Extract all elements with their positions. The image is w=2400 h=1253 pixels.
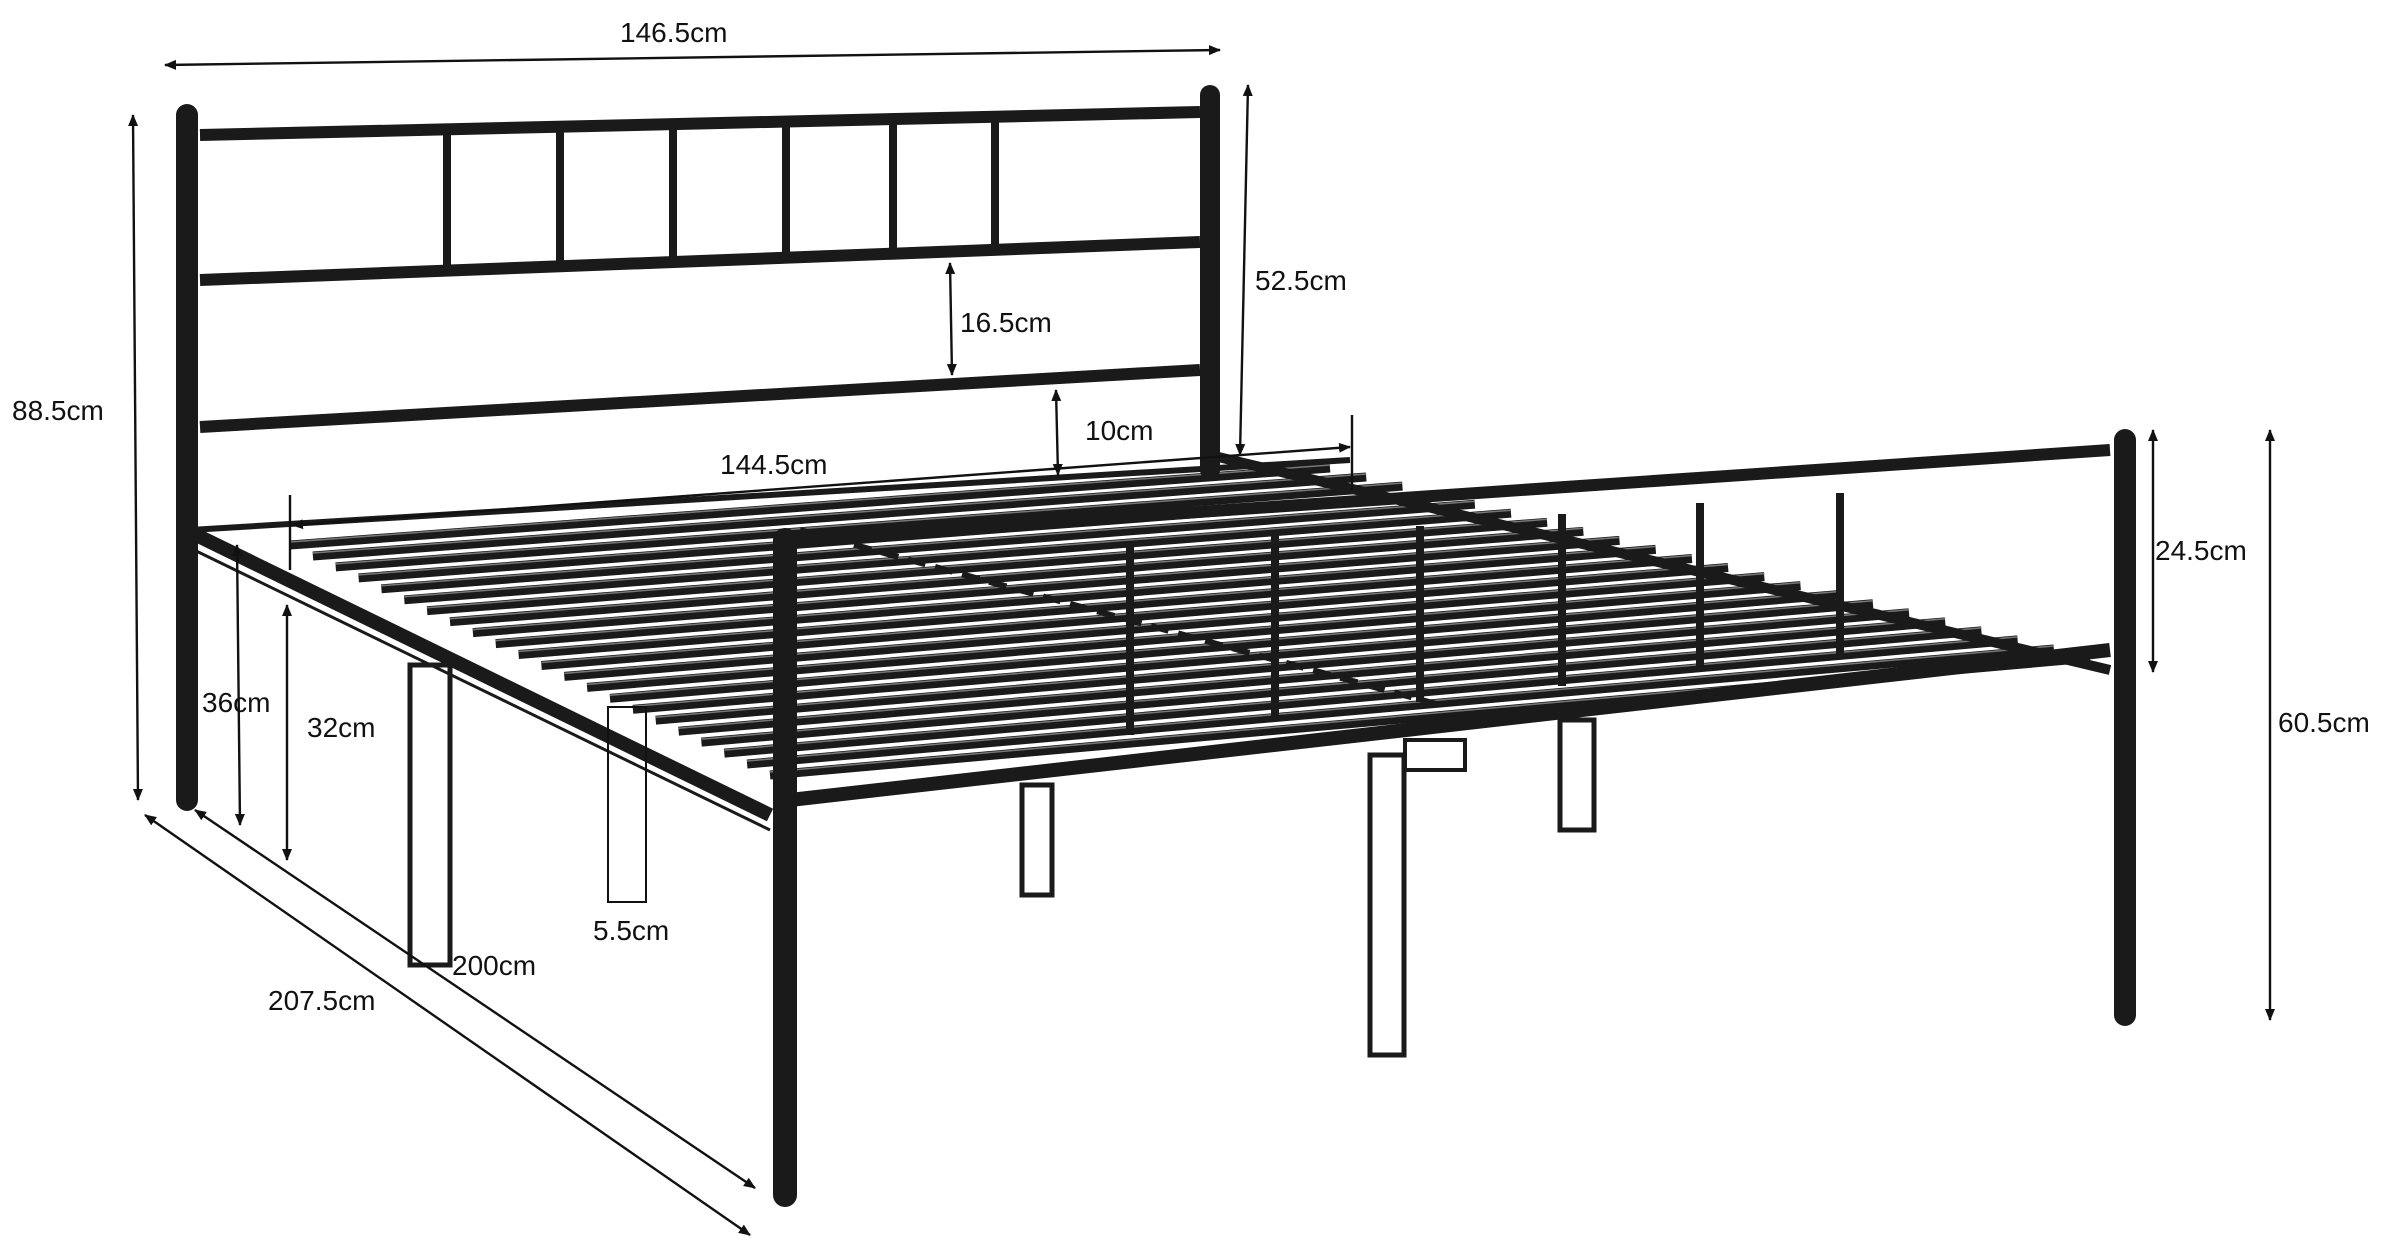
slat-highlight bbox=[678, 618, 1946, 729]
slat-highlight bbox=[541, 563, 1729, 664]
label-total-width: 146.5cm bbox=[620, 17, 727, 48]
side-rail-right bbox=[1208, 450, 2112, 675]
dimension-lines bbox=[128, 45, 2275, 1236]
label-footboard-total-height: 60.5cm bbox=[2278, 707, 2370, 738]
dim-total-width-line bbox=[164, 45, 1221, 70]
slat-highlight bbox=[701, 627, 1982, 740]
label-rail-to-slats: 10cm bbox=[1085, 415, 1153, 446]
label-side-height: 36cm bbox=[202, 687, 270, 718]
label-leg-width: 5.5cm bbox=[593, 915, 669, 946]
slat-highlight bbox=[495, 545, 1656, 642]
bed-frame bbox=[176, 85, 2136, 1207]
dim-side-height-line bbox=[232, 544, 245, 826]
dim-headboard-height-line bbox=[1235, 84, 1253, 456]
slat-highlight bbox=[472, 536, 1620, 631]
slat bbox=[701, 626, 1982, 747]
side-rail-left bbox=[186, 525, 774, 832]
slat bbox=[746, 644, 2055, 769]
dim-rail-gap-line bbox=[945, 262, 957, 376]
label-inner-width: 144.5cm bbox=[720, 449, 827, 480]
dimension-labels: 146.5cm 52.5cm 16.5cm 10cm 144.5cm 88.5c… bbox=[12, 17, 2370, 1016]
label-total-length: 207.5cm bbox=[268, 985, 375, 1016]
slat-highlight bbox=[427, 518, 1548, 609]
dim-rail-to-slats-line bbox=[1051, 389, 1063, 476]
label-footboard-height: 24.5cm bbox=[2155, 535, 2247, 566]
slat bbox=[472, 535, 1620, 638]
label-inner-length: 200cm bbox=[452, 950, 536, 981]
label-rail-gap: 16.5cm bbox=[960, 307, 1052, 338]
label-headboard-height: 52.5cm bbox=[1255, 265, 1347, 296]
slat-highlight bbox=[747, 645, 2054, 762]
dim-total-length-line bbox=[144, 814, 751, 1236]
slat bbox=[426, 517, 1548, 616]
slat-highlight bbox=[449, 527, 1584, 620]
dim-total-height-line bbox=[128, 114, 143, 801]
slat bbox=[449, 526, 1584, 627]
slat-highlight bbox=[632, 599, 1873, 708]
slat bbox=[678, 617, 1946, 736]
slat bbox=[495, 544, 1657, 649]
slat-highlight bbox=[518, 554, 1692, 653]
dim-inner-width-line bbox=[291, 442, 1351, 530]
slat-highlight bbox=[724, 636, 2018, 751]
slat bbox=[518, 554, 1693, 659]
label-total-height: 88.5cm bbox=[12, 395, 104, 426]
slats bbox=[289, 463, 2091, 780]
headboard bbox=[176, 85, 1220, 811]
label-clearance: 32cm bbox=[307, 712, 375, 743]
slat bbox=[723, 635, 2018, 758]
slat bbox=[541, 563, 1729, 670]
slat bbox=[632, 599, 1874, 714]
slat-highlight bbox=[609, 590, 1837, 697]
slat bbox=[609, 590, 1838, 703]
